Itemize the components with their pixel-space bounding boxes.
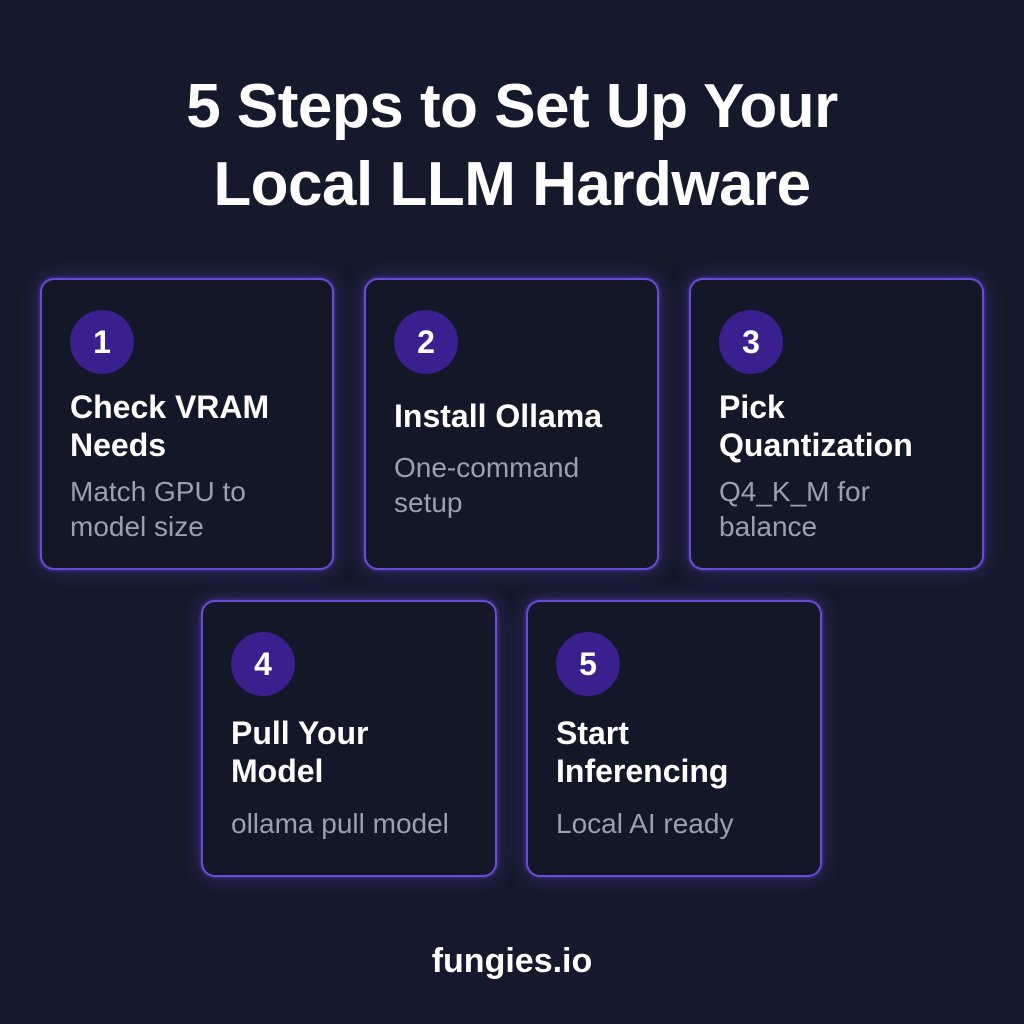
step-description-line: Q4_K_M for — [719, 476, 870, 507]
step-card-2: 2 Install Ollama One-command setup — [364, 278, 659, 570]
step-description: ollama pull model — [231, 806, 477, 841]
step-description: Q4_K_M for balance — [719, 474, 964, 544]
step-title-line: Install Ollama — [394, 398, 603, 434]
step-description: Local AI ready — [556, 806, 802, 841]
step-description-line: ollama pull model — [231, 808, 449, 839]
step-card-5: 5 Start Inferencing Local AI ready — [526, 600, 822, 877]
step-title: Start Inferencing — [556, 714, 802, 790]
step-title: Check VRAM Needs — [70, 388, 314, 464]
page-title-line-2: Local LLM Hardware — [213, 150, 811, 219]
step-card-4: 4 Pull Your Model ollama pull model — [201, 600, 497, 877]
step-number-badge: 1 — [70, 310, 134, 374]
step-number-badge: 5 — [556, 632, 620, 696]
step-description-line: One-command — [394, 452, 580, 483]
step-description-line: model size — [70, 511, 204, 542]
step-description: Match GPU to model size — [70, 474, 314, 544]
page-title: 5 Steps to Set Up Your Local LLM Hardwar… — [0, 68, 1024, 224]
step-title-line: Quantization — [719, 427, 913, 463]
step-title-line: Check VRAM — [70, 389, 270, 425]
step-description-line: setup — [394, 487, 463, 518]
step-description-line: Match GPU to — [70, 476, 246, 507]
step-description-line: Local AI ready — [556, 808, 734, 839]
step-title: Pull Your Model — [231, 714, 477, 790]
step-title: Pick Quantization — [719, 388, 964, 464]
step-title-line: Pick — [719, 389, 785, 425]
step-title-line: Start — [556, 715, 629, 751]
step-number-badge: 4 — [231, 632, 295, 696]
footer-brand: fungies.io — [431, 942, 593, 980]
step-card-3: 3 Pick Quantization Q4_K_M for balance — [689, 278, 984, 570]
step-title-line: Inferencing — [556, 753, 729, 789]
step-title-line: Model — [231, 753, 324, 789]
step-number-badge: 2 — [394, 310, 458, 374]
step-card-1: 1 Check VRAM Needs Match GPU to model si… — [40, 278, 334, 570]
step-description: One-command setup — [394, 450, 639, 520]
step-title: Install Ollama — [394, 397, 639, 435]
page-title-line-1: 5 Steps to Set Up Your — [186, 72, 838, 141]
step-description-line: balance — [719, 511, 818, 542]
step-title-line: Needs — [70, 427, 167, 463]
step-number-badge: 3 — [719, 310, 783, 374]
step-title-line: Pull Your — [231, 715, 369, 751]
